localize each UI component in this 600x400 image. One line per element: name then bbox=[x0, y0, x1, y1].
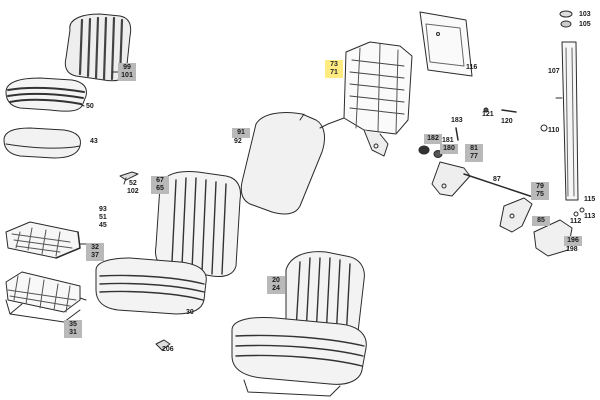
seat-rail bbox=[555, 41, 579, 201]
label-71: 71 bbox=[330, 69, 338, 76]
label-51: 51 bbox=[99, 214, 107, 221]
label-52: 52 bbox=[129, 180, 137, 187]
label-115: 115 bbox=[584, 196, 596, 203]
seat-cushion-top bbox=[5, 77, 87, 112]
label-182: 182 bbox=[427, 135, 439, 142]
flat-cushion bbox=[3, 127, 81, 159]
label-67: 67 bbox=[156, 177, 164, 184]
callout-35-31: 35 31 bbox=[64, 320, 82, 338]
backrest-frame bbox=[319, 41, 413, 157]
label-180: 180 bbox=[443, 145, 455, 152]
backrest-panel bbox=[240, 111, 325, 215]
label-107: 107 bbox=[548, 68, 560, 75]
label-50: 50 bbox=[86, 103, 94, 110]
knob-parts bbox=[418, 145, 471, 197]
callout-32-37: 32 37 bbox=[86, 243, 104, 261]
label-35: 35 bbox=[69, 321, 77, 328]
label-73: 73 bbox=[330, 61, 338, 68]
callout-99-101: 99 101 bbox=[118, 63, 136, 81]
label-121: 121 bbox=[482, 111, 494, 118]
label-181: 181 bbox=[442, 137, 454, 144]
label-183: 183 bbox=[451, 117, 463, 124]
callout-196: 196 bbox=[564, 236, 582, 246]
label-113: 113 bbox=[584, 213, 596, 220]
back-board bbox=[419, 11, 473, 77]
callout-180: 180 bbox=[440, 144, 458, 154]
clip-part bbox=[119, 171, 139, 185]
label-77: 77 bbox=[470, 153, 478, 160]
callout-73-71: 73 71 bbox=[325, 60, 343, 78]
callout-67-65: 67 65 bbox=[151, 176, 169, 194]
label-116: 116 bbox=[466, 64, 478, 71]
label-198: 198 bbox=[566, 246, 578, 253]
label-99: 99 bbox=[123, 64, 131, 71]
bracket bbox=[499, 197, 533, 233]
label-92: 92 bbox=[234, 138, 242, 145]
label-43: 43 bbox=[90, 138, 98, 145]
label-31: 31 bbox=[69, 329, 77, 336]
label-103: 103 bbox=[579, 11, 591, 18]
label-65: 65 bbox=[156, 185, 164, 192]
label-105: 105 bbox=[579, 21, 591, 28]
callout-91: 91 bbox=[232, 128, 250, 138]
label-110: 110 bbox=[548, 127, 560, 134]
label-85: 85 bbox=[537, 217, 545, 224]
label-24: 24 bbox=[272, 285, 280, 292]
label-81: 81 bbox=[470, 145, 478, 152]
label-112: 112 bbox=[570, 218, 582, 225]
label-32: 32 bbox=[91, 244, 99, 251]
label-37: 37 bbox=[91, 252, 99, 259]
label-30: 30 bbox=[186, 309, 194, 316]
callout-182: 182 bbox=[424, 134, 442, 144]
label-101: 101 bbox=[121, 72, 133, 79]
label-75: 75 bbox=[536, 191, 544, 198]
label-120: 120 bbox=[501, 118, 513, 125]
label-196: 196 bbox=[567, 237, 579, 244]
callout-81-77: 81 77 bbox=[465, 144, 483, 162]
seat-frame bbox=[5, 221, 81, 259]
callout-20-24: 20 24 bbox=[267, 276, 285, 294]
label-93: 93 bbox=[99, 206, 107, 213]
callout-85: 85 bbox=[532, 216, 550, 226]
center-seat-cushion bbox=[95, 257, 207, 315]
label-91: 91 bbox=[237, 129, 245, 136]
fasteners bbox=[455, 10, 585, 217]
label-20: 20 bbox=[272, 277, 280, 284]
label-45: 45 bbox=[99, 222, 107, 229]
side-cover bbox=[533, 219, 573, 257]
label-206: 206 bbox=[162, 346, 174, 353]
center-backrest bbox=[155, 171, 241, 277]
label-102: 102 bbox=[127, 188, 139, 195]
label-79: 79 bbox=[536, 183, 544, 190]
small-clip bbox=[155, 339, 171, 351]
callout-79-75: 79 75 bbox=[531, 182, 549, 200]
label-87: 87 bbox=[493, 176, 501, 183]
full-seat bbox=[231, 251, 367, 397]
spring-frame bbox=[5, 271, 81, 323]
